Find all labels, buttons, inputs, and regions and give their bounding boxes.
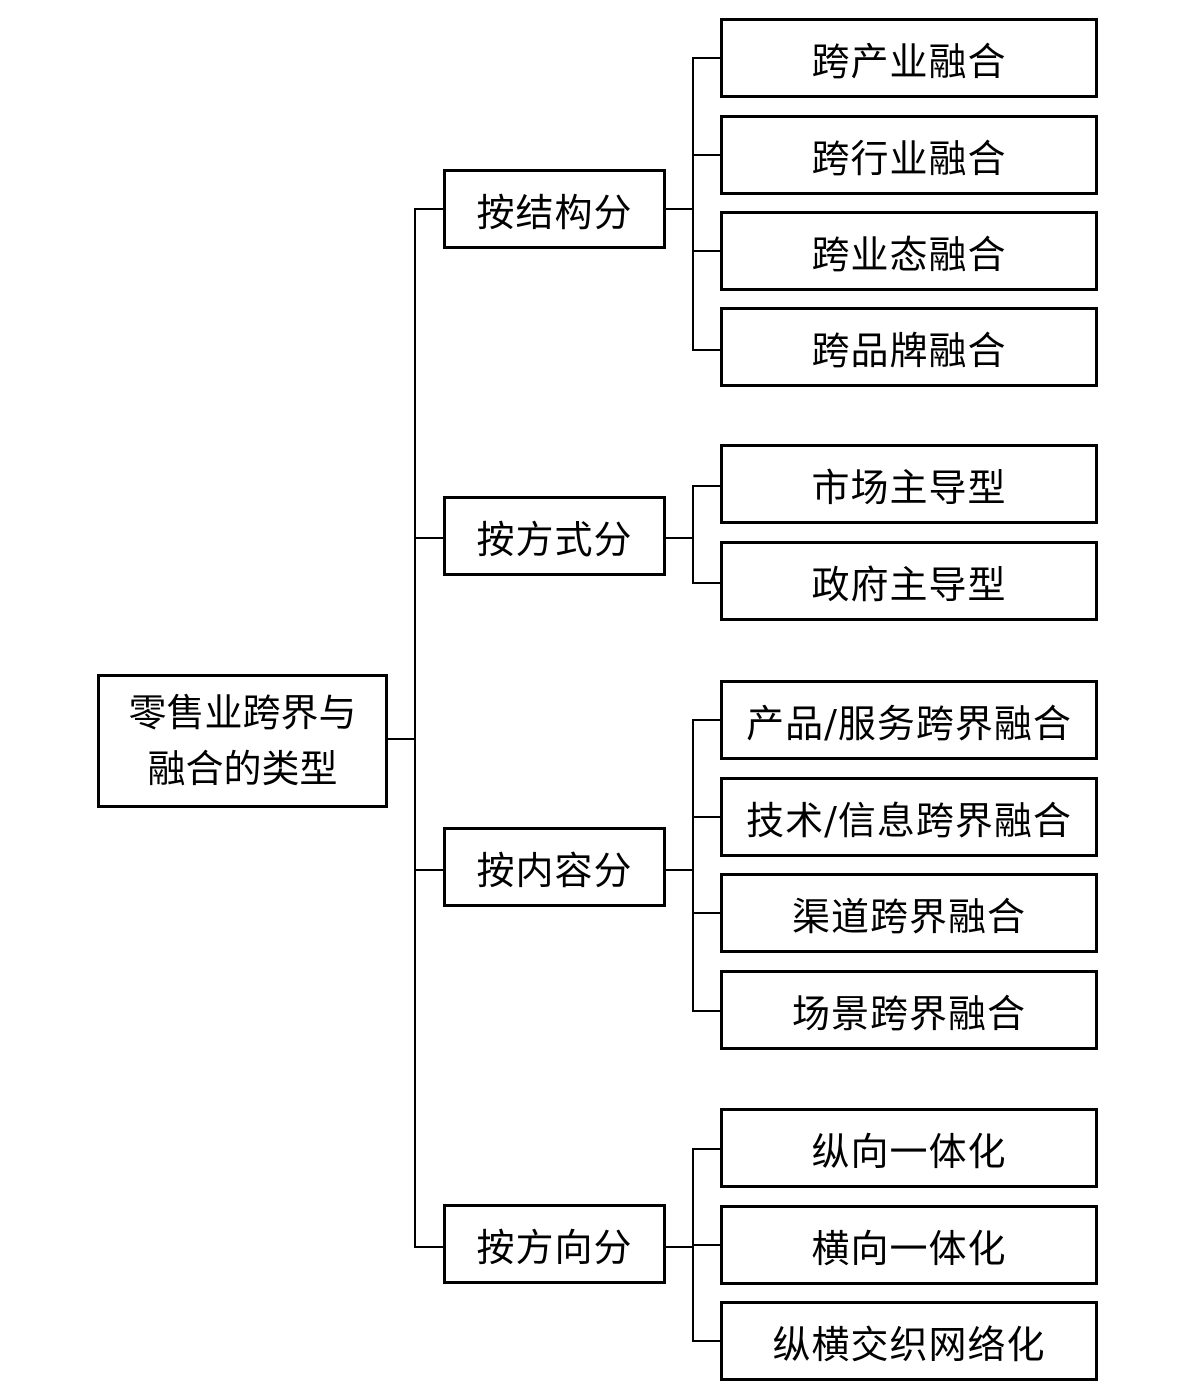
leaf-label: 场景跨界融合	[791, 991, 1026, 1036]
branch-node-structure: 按结构分	[443, 169, 666, 249]
leaf-node: 跨产业融合	[720, 18, 1098, 98]
leaf-node: 跨品牌融合	[720, 307, 1098, 387]
root-label: 零售业跨界与融合的类型	[128, 691, 357, 791]
leaf-label: 产品/服务跨界融合	[746, 701, 1072, 746]
branch-label: 按内容分	[476, 848, 633, 893]
leaf-label: 渠道跨界融合	[791, 894, 1026, 939]
leaf-label: 跨产业融合	[811, 39, 1007, 84]
branch-node-content: 按内容分	[443, 827, 666, 907]
branch-node-method: 按方式分	[443, 496, 666, 576]
leaf-label: 市场主导型	[811, 465, 1007, 510]
leaf-label: 跨行业融合	[811, 136, 1007, 181]
leaf-label: 技术/信息跨界融合	[746, 798, 1072, 843]
leaf-label: 纵横交织网络化	[772, 1322, 1046, 1367]
leaf-node: 渠道跨界融合	[720, 873, 1098, 953]
leaf-label: 跨业态融合	[811, 232, 1007, 277]
leaf-node: 场景跨界融合	[720, 970, 1098, 1050]
leaf-node: 产品/服务跨界融合	[720, 680, 1098, 760]
leaf-node: 纵向一体化	[720, 1108, 1098, 1188]
leaf-label: 横向一体化	[811, 1226, 1007, 1271]
root-node: 零售业跨界与融合的类型	[97, 674, 388, 808]
leaf-node: 纵横交织网络化	[720, 1301, 1098, 1381]
branch-label: 按方向分	[476, 1225, 633, 1270]
leaf-label: 跨品牌融合	[811, 328, 1007, 373]
leaf-label: 纵向一体化	[811, 1129, 1007, 1174]
leaf-node: 政府主导型	[720, 541, 1098, 621]
branch-label: 按方式分	[476, 517, 633, 562]
leaf-node: 技术/信息跨界融合	[720, 777, 1098, 857]
leaf-node: 市场主导型	[720, 444, 1098, 524]
leaf-node: 跨业态融合	[720, 211, 1098, 291]
leaf-node: 横向一体化	[720, 1205, 1098, 1285]
branch-node-direction: 按方向分	[443, 1204, 666, 1284]
branch-label: 按结构分	[476, 190, 633, 235]
leaf-label: 政府主导型	[811, 562, 1007, 607]
leaf-node: 跨行业融合	[720, 115, 1098, 195]
